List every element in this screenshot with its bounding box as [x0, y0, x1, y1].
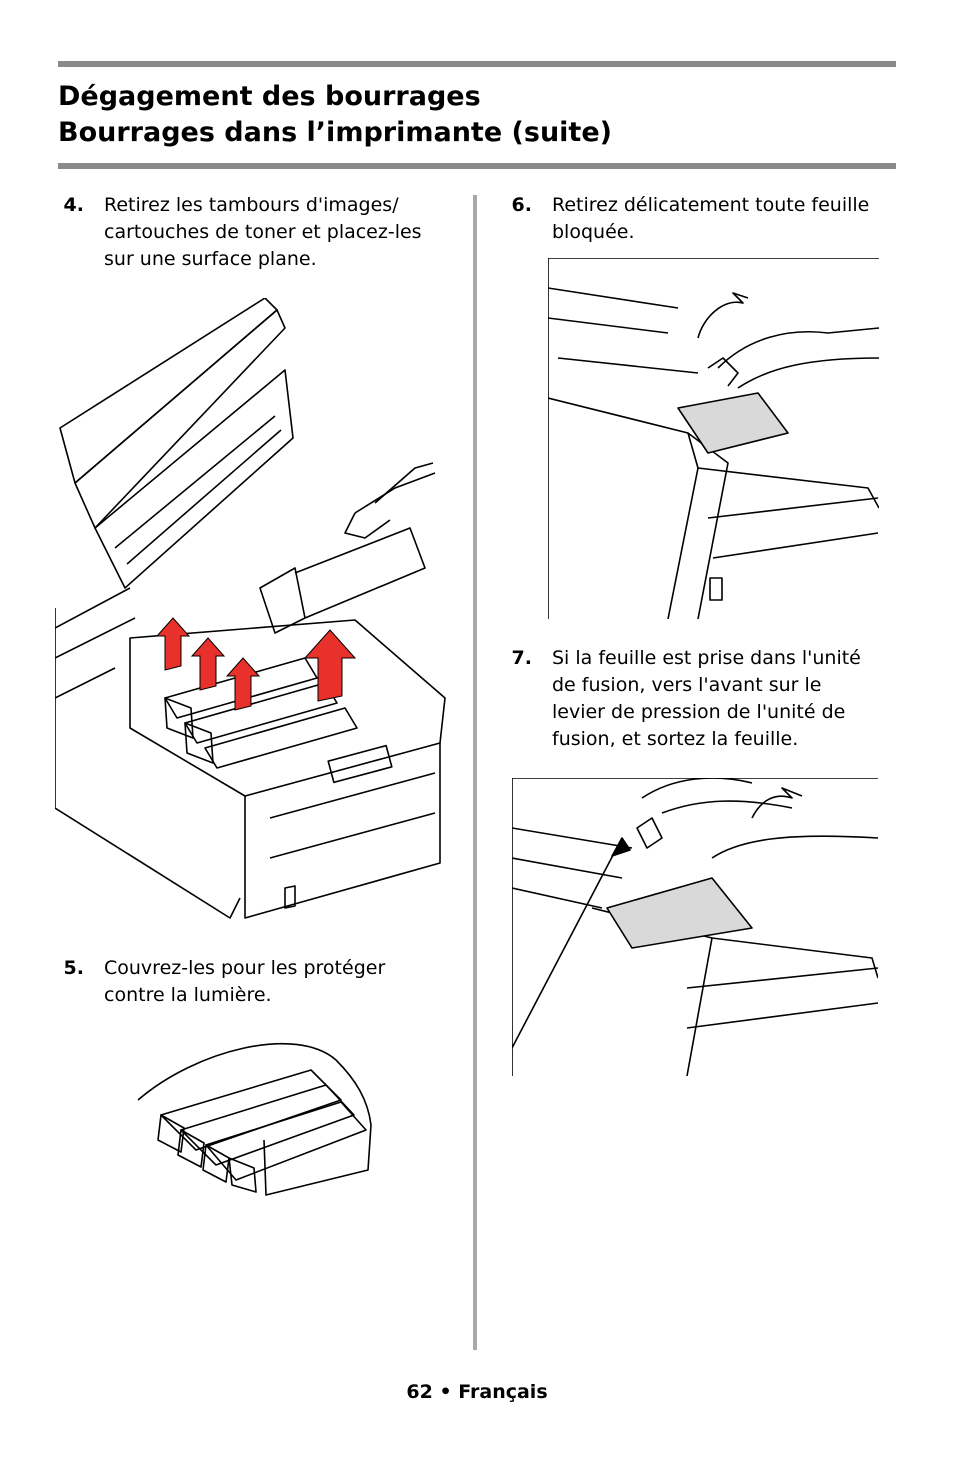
- page-number: 62: [406, 1381, 433, 1403]
- step-number: 7.: [511, 647, 532, 669]
- covered-cartridges-illustration: [136, 1030, 376, 1198]
- header-rule-top: [58, 61, 896, 67]
- step-number: 6.: [511, 194, 532, 216]
- page-footer: 62 • Français: [0, 1381, 954, 1403]
- step-text-line: fusion, et sortez la feuille.: [552, 728, 799, 750]
- step-text-line: de fusion, vers l'avant sur le: [552, 674, 822, 696]
- step-text-line: bloquée.: [552, 221, 635, 243]
- step-6: 6. Retirez délicatement toute feuille bl…: [506, 192, 901, 248]
- step-number: 5.: [63, 957, 84, 979]
- step-text-line: levier de pression de l'unité de: [552, 701, 846, 723]
- step-text-line: Retirez délicatement toute feuille: [552, 194, 870, 216]
- page-title-line1: Dégagement des bourrages: [58, 81, 481, 112]
- header-rule-bottom: [58, 163, 896, 169]
- step-7: 7. Si la feuille est prise dans l'unité …: [506, 645, 901, 755]
- remove-sheet-illustration: [548, 258, 879, 619]
- column-divider: [473, 195, 477, 1350]
- step-text-line: contre la lumière.: [104, 984, 272, 1006]
- printer-open-illustration: [55, 298, 457, 923]
- page-title-line2: Bourrages dans l’imprimante (suite): [58, 117, 612, 148]
- fuser-lever-illustration: [512, 778, 878, 1076]
- step-5: 5. Couvrez-les pour les protéger contre …: [58, 955, 463, 1011]
- step-number: 4.: [63, 194, 84, 216]
- step-4: 4. Retirez les tambours d'images/ cartou…: [58, 192, 463, 274]
- step-text-line: sur une surface plane.: [104, 248, 317, 270]
- step-text-line: Si la feuille est prise dans l'unité: [552, 647, 861, 669]
- footer-bullet: •: [439, 1381, 452, 1403]
- step-text-line: Couvrez-les pour les protéger: [104, 957, 386, 979]
- step-text-line: cartouches de toner et placez-les: [104, 221, 422, 243]
- step-text-line: Retirez les tambours d'images/: [104, 194, 399, 216]
- footer-language: Français: [458, 1381, 548, 1403]
